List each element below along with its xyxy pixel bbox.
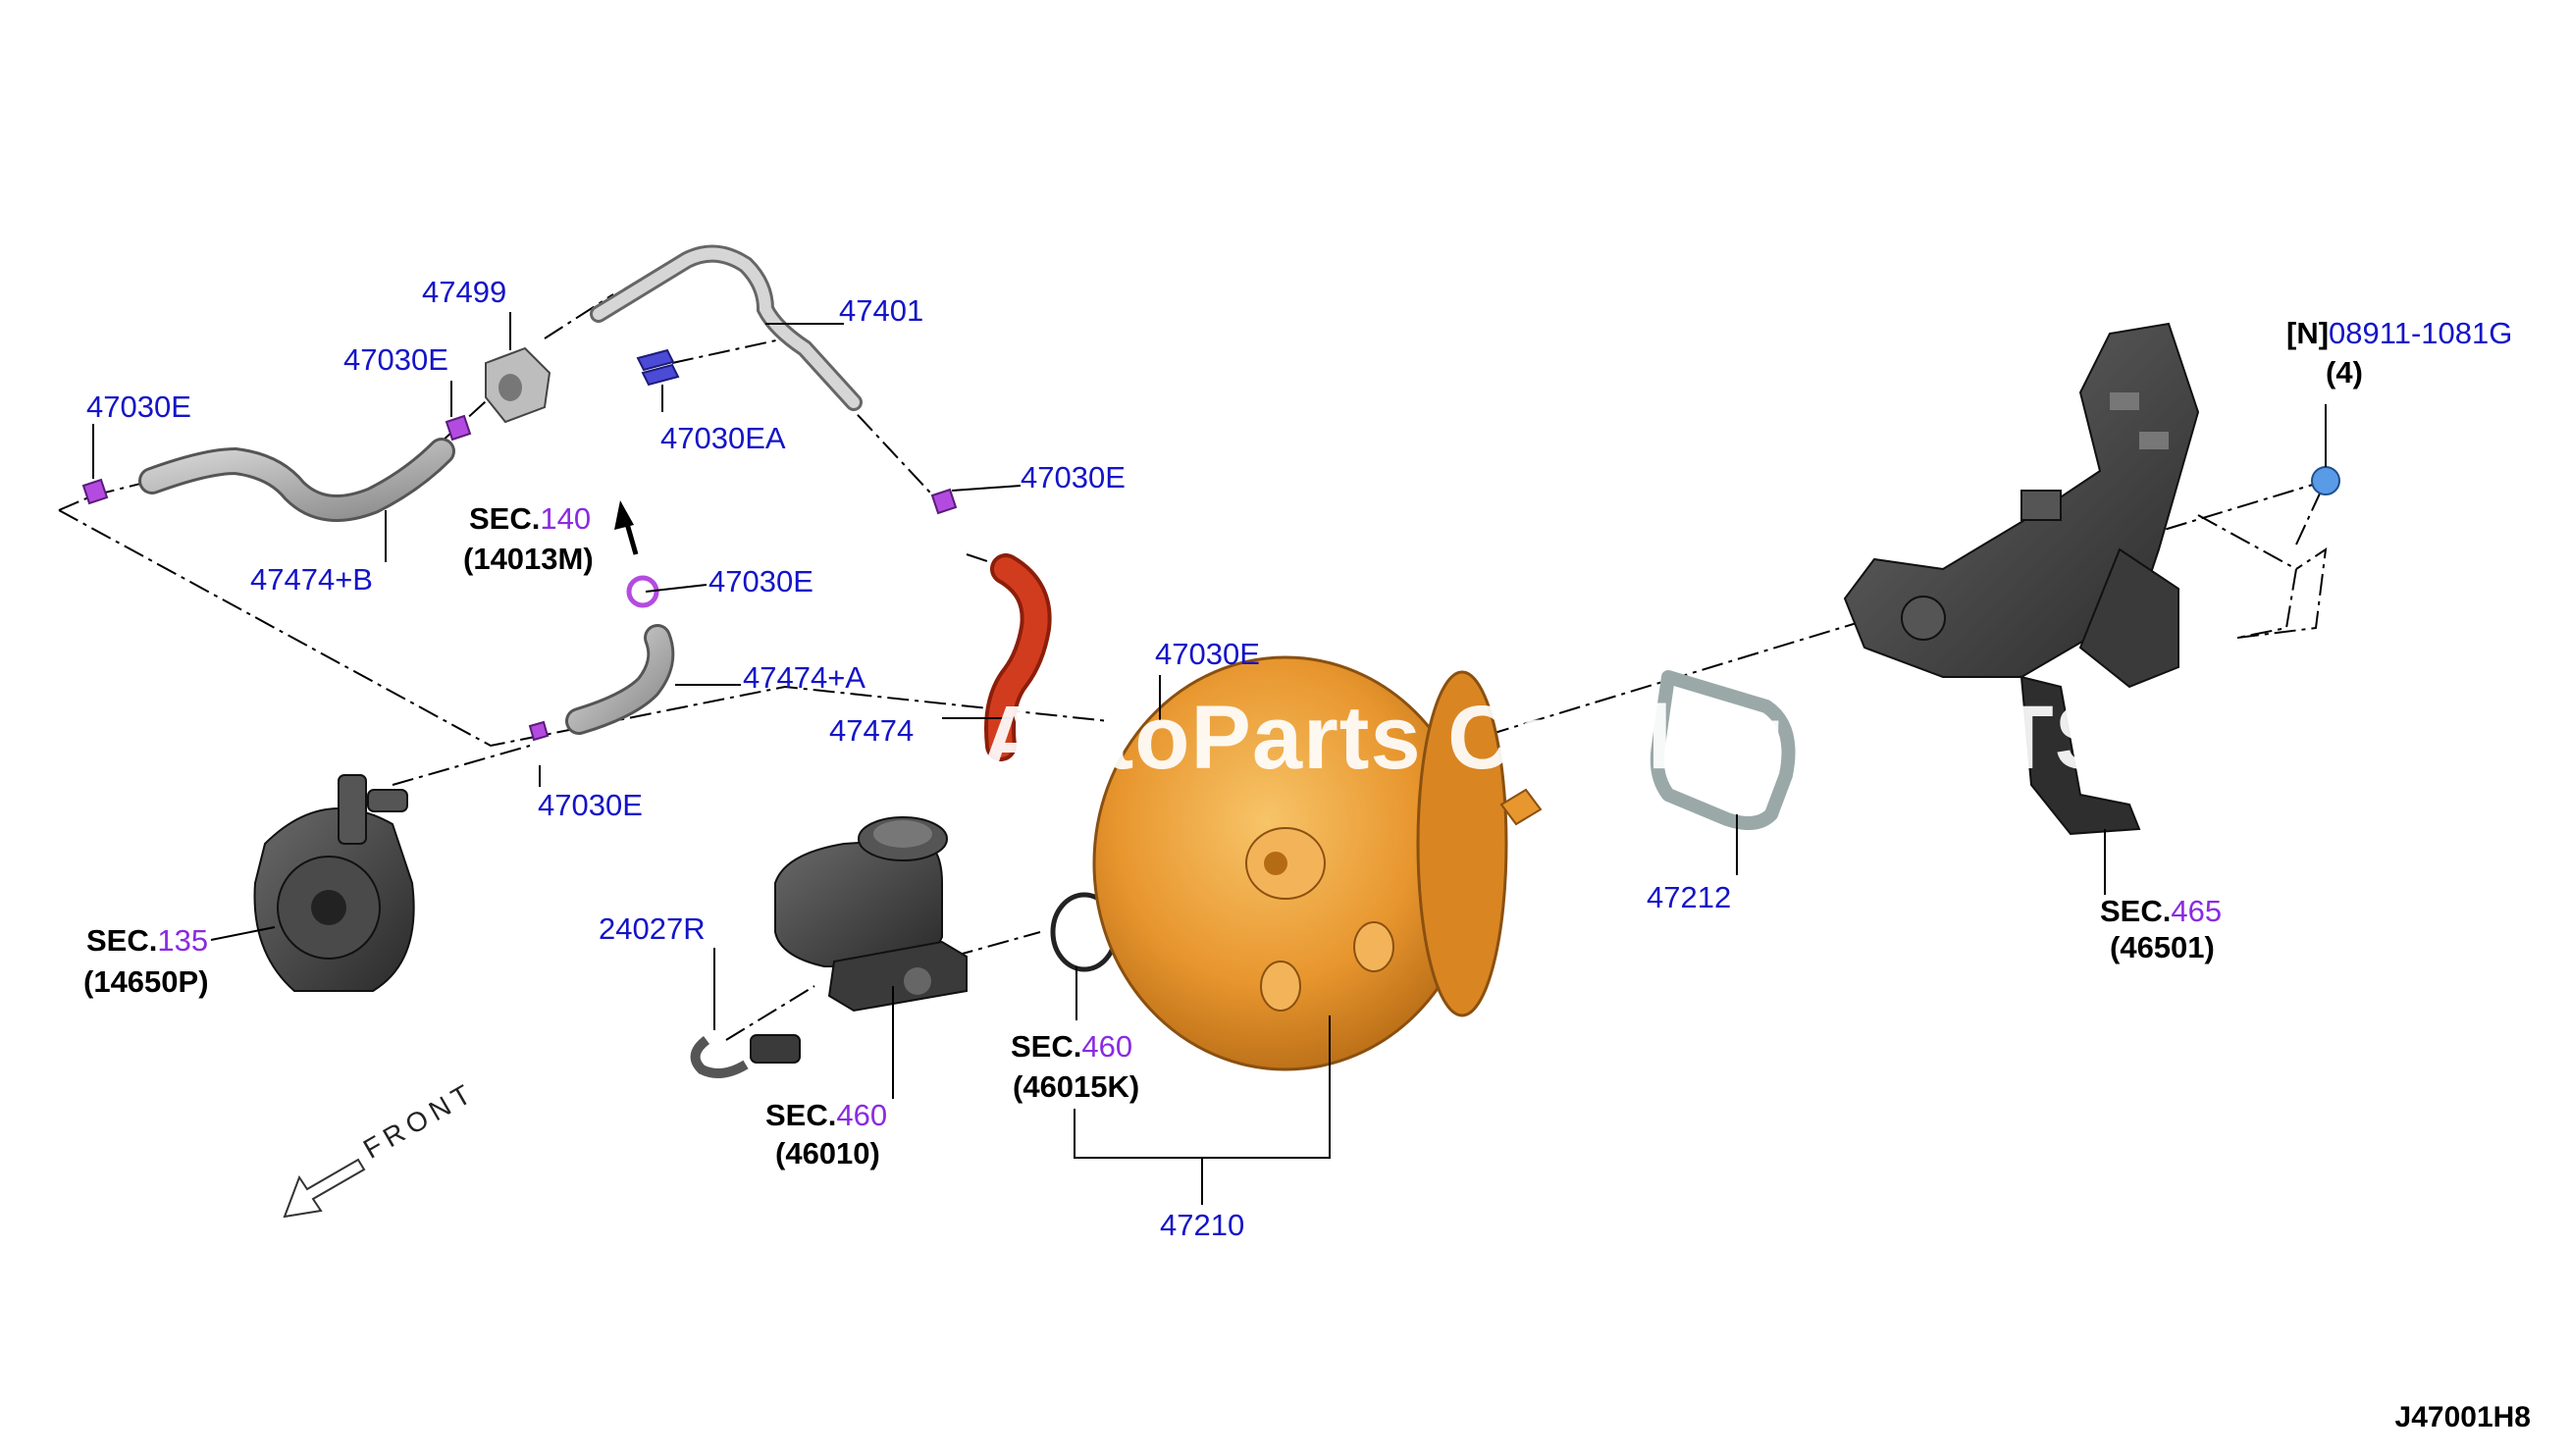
section-ref-465: SEC.465 <box>2100 895 2222 928</box>
label-47030e-lower: 47030E <box>538 788 643 822</box>
label-47030ea: 47030EA <box>660 421 786 455</box>
watermark: AutoParts Catalog PARTST <box>981 688 2173 788</box>
section-sub-46010: (46010) <box>775 1136 880 1170</box>
sec140-arrow <box>614 500 639 555</box>
label-47030e-topleft: 47030E <box>86 390 191 424</box>
label-47030e-center: 47030E <box>1155 637 1260 671</box>
clip-47030ea <box>636 348 680 387</box>
sec-number: 460 <box>1081 1029 1133 1064</box>
sec-prefix: SEC. <box>2100 894 2172 928</box>
hose-47474a <box>565 624 675 735</box>
section-sub-46501: (46501) <box>2110 930 2215 964</box>
part-number-08911: 08911-1081G <box>2329 316 2513 350</box>
new-part-marker: [N] <box>2286 316 2330 350</box>
sec-prefix: SEC. <box>765 1098 837 1132</box>
tube-47401 <box>590 244 863 411</box>
sec-prefix: SEC. <box>469 501 541 536</box>
label-08911-qty: (4) <box>2326 355 2363 390</box>
master-cylinder <box>774 816 968 1013</box>
sec-prefix: SEC. <box>1011 1029 1082 1064</box>
brake-booster-47210 <box>1092 655 1543 1071</box>
section-ref-135: SEC.135 <box>86 924 208 958</box>
label-47474a: 47474+A <box>743 660 865 695</box>
connector-47499 <box>485 346 551 424</box>
sec-number: 140 <box>540 501 592 536</box>
label-47474b: 47474+B <box>250 562 373 597</box>
leader-lines <box>92 312 2327 1205</box>
hose-47474-red <box>984 553 1052 761</box>
label-08911-1081g: [N]08911-1081G <box>2286 317 2512 350</box>
label-47030e-right: 47030E <box>1021 460 1126 494</box>
label-47212: 47212 <box>1647 880 1732 914</box>
section-sub-14013m: (14013M) <box>463 542 594 576</box>
section-sub-14650p: (14650P) <box>83 964 209 999</box>
vacuum-pump <box>253 774 415 992</box>
sec-number: 460 <box>836 1098 888 1132</box>
label-47030e-sec140: 47030E <box>708 564 813 598</box>
label-47210: 47210 <box>1160 1208 1245 1242</box>
sec-number: 465 <box>2171 894 2223 928</box>
label-47401: 47401 <box>839 293 924 328</box>
sec-number: 135 <box>157 923 209 958</box>
washer-08911-1081g <box>2311 466 2340 495</box>
section-ref-460-mc: SEC.460 <box>765 1099 887 1132</box>
label-47030e-mid: 47030E <box>343 342 448 377</box>
section-ref-460-oring: SEC.460 <box>1011 1030 1132 1064</box>
diagram-id: J47001H8 <box>2394 1401 2531 1433</box>
sensor-24027r <box>690 1034 801 1078</box>
label-47499: 47499 <box>422 275 507 309</box>
section-ref-140: SEC.140 <box>469 502 591 536</box>
label-24027r: 24027R <box>599 911 706 946</box>
section-sub-46015k: (46015K) <box>1013 1069 1140 1104</box>
sec-prefix: SEC. <box>86 923 158 958</box>
label-47474: 47474 <box>829 713 915 748</box>
pedal-bracket <box>1843 322 2200 836</box>
front-arrow-icon <box>283 1158 366 1219</box>
hose-47474b <box>138 438 455 522</box>
gasket-47212 <box>1650 670 1796 830</box>
